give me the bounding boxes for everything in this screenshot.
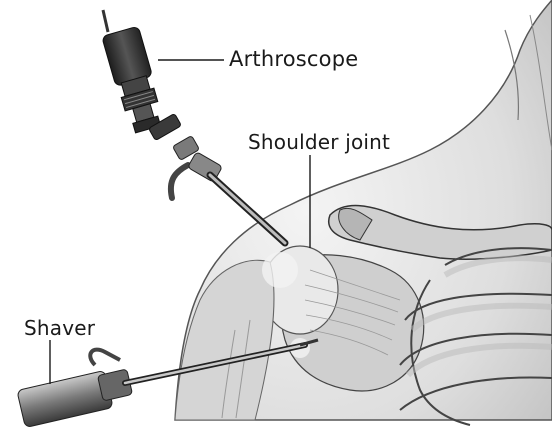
- shoulder-joint-label: Shoulder joint: [248, 130, 390, 154]
- shaver-label: Shaver: [24, 316, 95, 340]
- arthroscope-label: Arthroscope: [229, 47, 358, 71]
- arthroscope-instrument: [102, 10, 285, 243]
